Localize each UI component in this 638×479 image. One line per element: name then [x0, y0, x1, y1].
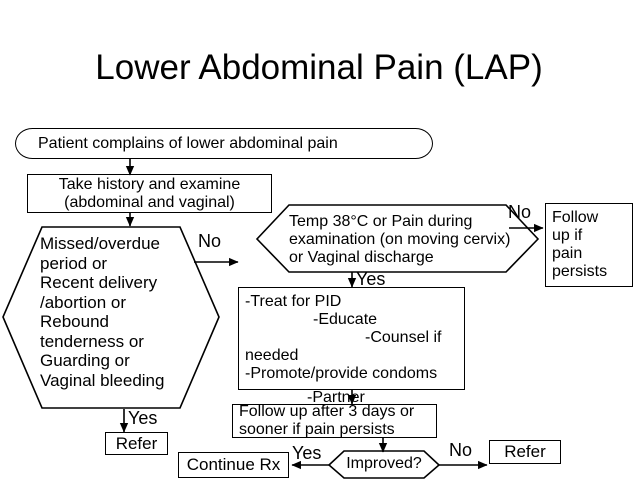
- node-refer-right: Refer: [489, 440, 561, 464]
- risk-line-4: /abortion or: [40, 292, 126, 312]
- node-take-history: Take history and examine (abdominal and …: [27, 174, 272, 213]
- treatment-line-1: -Treat for PID: [245, 293, 342, 310]
- edge-label-improved-yes: Yes: [292, 443, 322, 463]
- risk-line-7: Guarding or: [40, 351, 130, 370]
- page-title: Lower Abdominal Pain (LAP): [95, 48, 543, 87]
- refer-left-label: Refer: [115, 433, 158, 453]
- followup-persists-line2: up if: [552, 227, 583, 244]
- treatment-line-2: -Educate: [313, 311, 378, 328]
- pid-line-2: examination (on moving cervix): [289, 231, 511, 248]
- node-continue-rx: Continue Rx: [178, 452, 289, 478]
- node-pid-treatment: -Treat for PID -Educate -Counsel if need…: [238, 287, 465, 390]
- node-improved-hexagon: Improved?: [327, 450, 441, 479]
- node-start-label: Patient complains of lower abdominal pai…: [38, 134, 338, 152]
- treatment-line-3: -Counsel if: [365, 329, 442, 346]
- followup-persists-line1: Follow: [552, 209, 599, 226]
- node-followup-3-days: Follow up after 3 days or sooner if pain…: [232, 403, 437, 438]
- risk-line-6: tenderness or: [40, 331, 144, 351]
- edge-label-improved-no: No: [449, 440, 473, 460]
- treatment-line-5: -Promote/provide condoms: [245, 365, 438, 382]
- node-pid-criteria-hexagon: Temp 38°C or Pain during examination (on…: [255, 204, 540, 274]
- edge-label-pid-no: No: [508, 202, 532, 222]
- node-risk-factors-hexagon: Missed/overdue period or Recent delivery…: [2, 226, 221, 409]
- node-followup-if-pain-persists: Follow up if pain persists: [545, 203, 633, 287]
- node-risk-factors-text: Missed/overdue period or Recent delivery…: [40, 234, 215, 390]
- node-take-history-line1: Take history and examine: [58, 175, 241, 193]
- followup-persists-line3: pain: [552, 245, 583, 262]
- node-refer-left: Refer: [105, 432, 168, 455]
- edge-label-pid-yes: Yes: [356, 269, 386, 289]
- risk-line-2: period or: [40, 253, 108, 273]
- continue-rx-label: Continue Rx: [186, 455, 281, 475]
- node-start: Patient complains of lower abdominal pai…: [15, 128, 433, 159]
- edge-label-risk-yes: Yes: [128, 408, 158, 428]
- refer-right-label: Refer: [504, 442, 546, 462]
- risk-line-1: Missed/overdue: [40, 234, 161, 253]
- node-take-history-line2: (abdominal and vaginal): [64, 193, 235, 211]
- edge-label-risk-no: No: [198, 231, 222, 251]
- node-pid-criteria-text: Temp 38°C or Pain during examination (on…: [289, 213, 539, 267]
- followup-persists-line4: persists: [552, 263, 608, 280]
- risk-line-8: Vaginal bleeding: [40, 370, 165, 390]
- pid-line-3: or Vaginal discharge: [289, 249, 434, 266]
- risk-line-5: Rebound: [40, 312, 110, 331]
- treatment-line-4: needed: [245, 347, 299, 364]
- pid-line-1: Temp 38°C or Pain during: [289, 213, 473, 230]
- followup-3days-line1: Follow up after 3 days or: [239, 403, 415, 420]
- followup-3days-line2: sooner if pain persists: [239, 421, 395, 438]
- risk-line-3: Recent delivery: [40, 273, 158, 292]
- node-improved-label: Improved?: [346, 455, 422, 472]
